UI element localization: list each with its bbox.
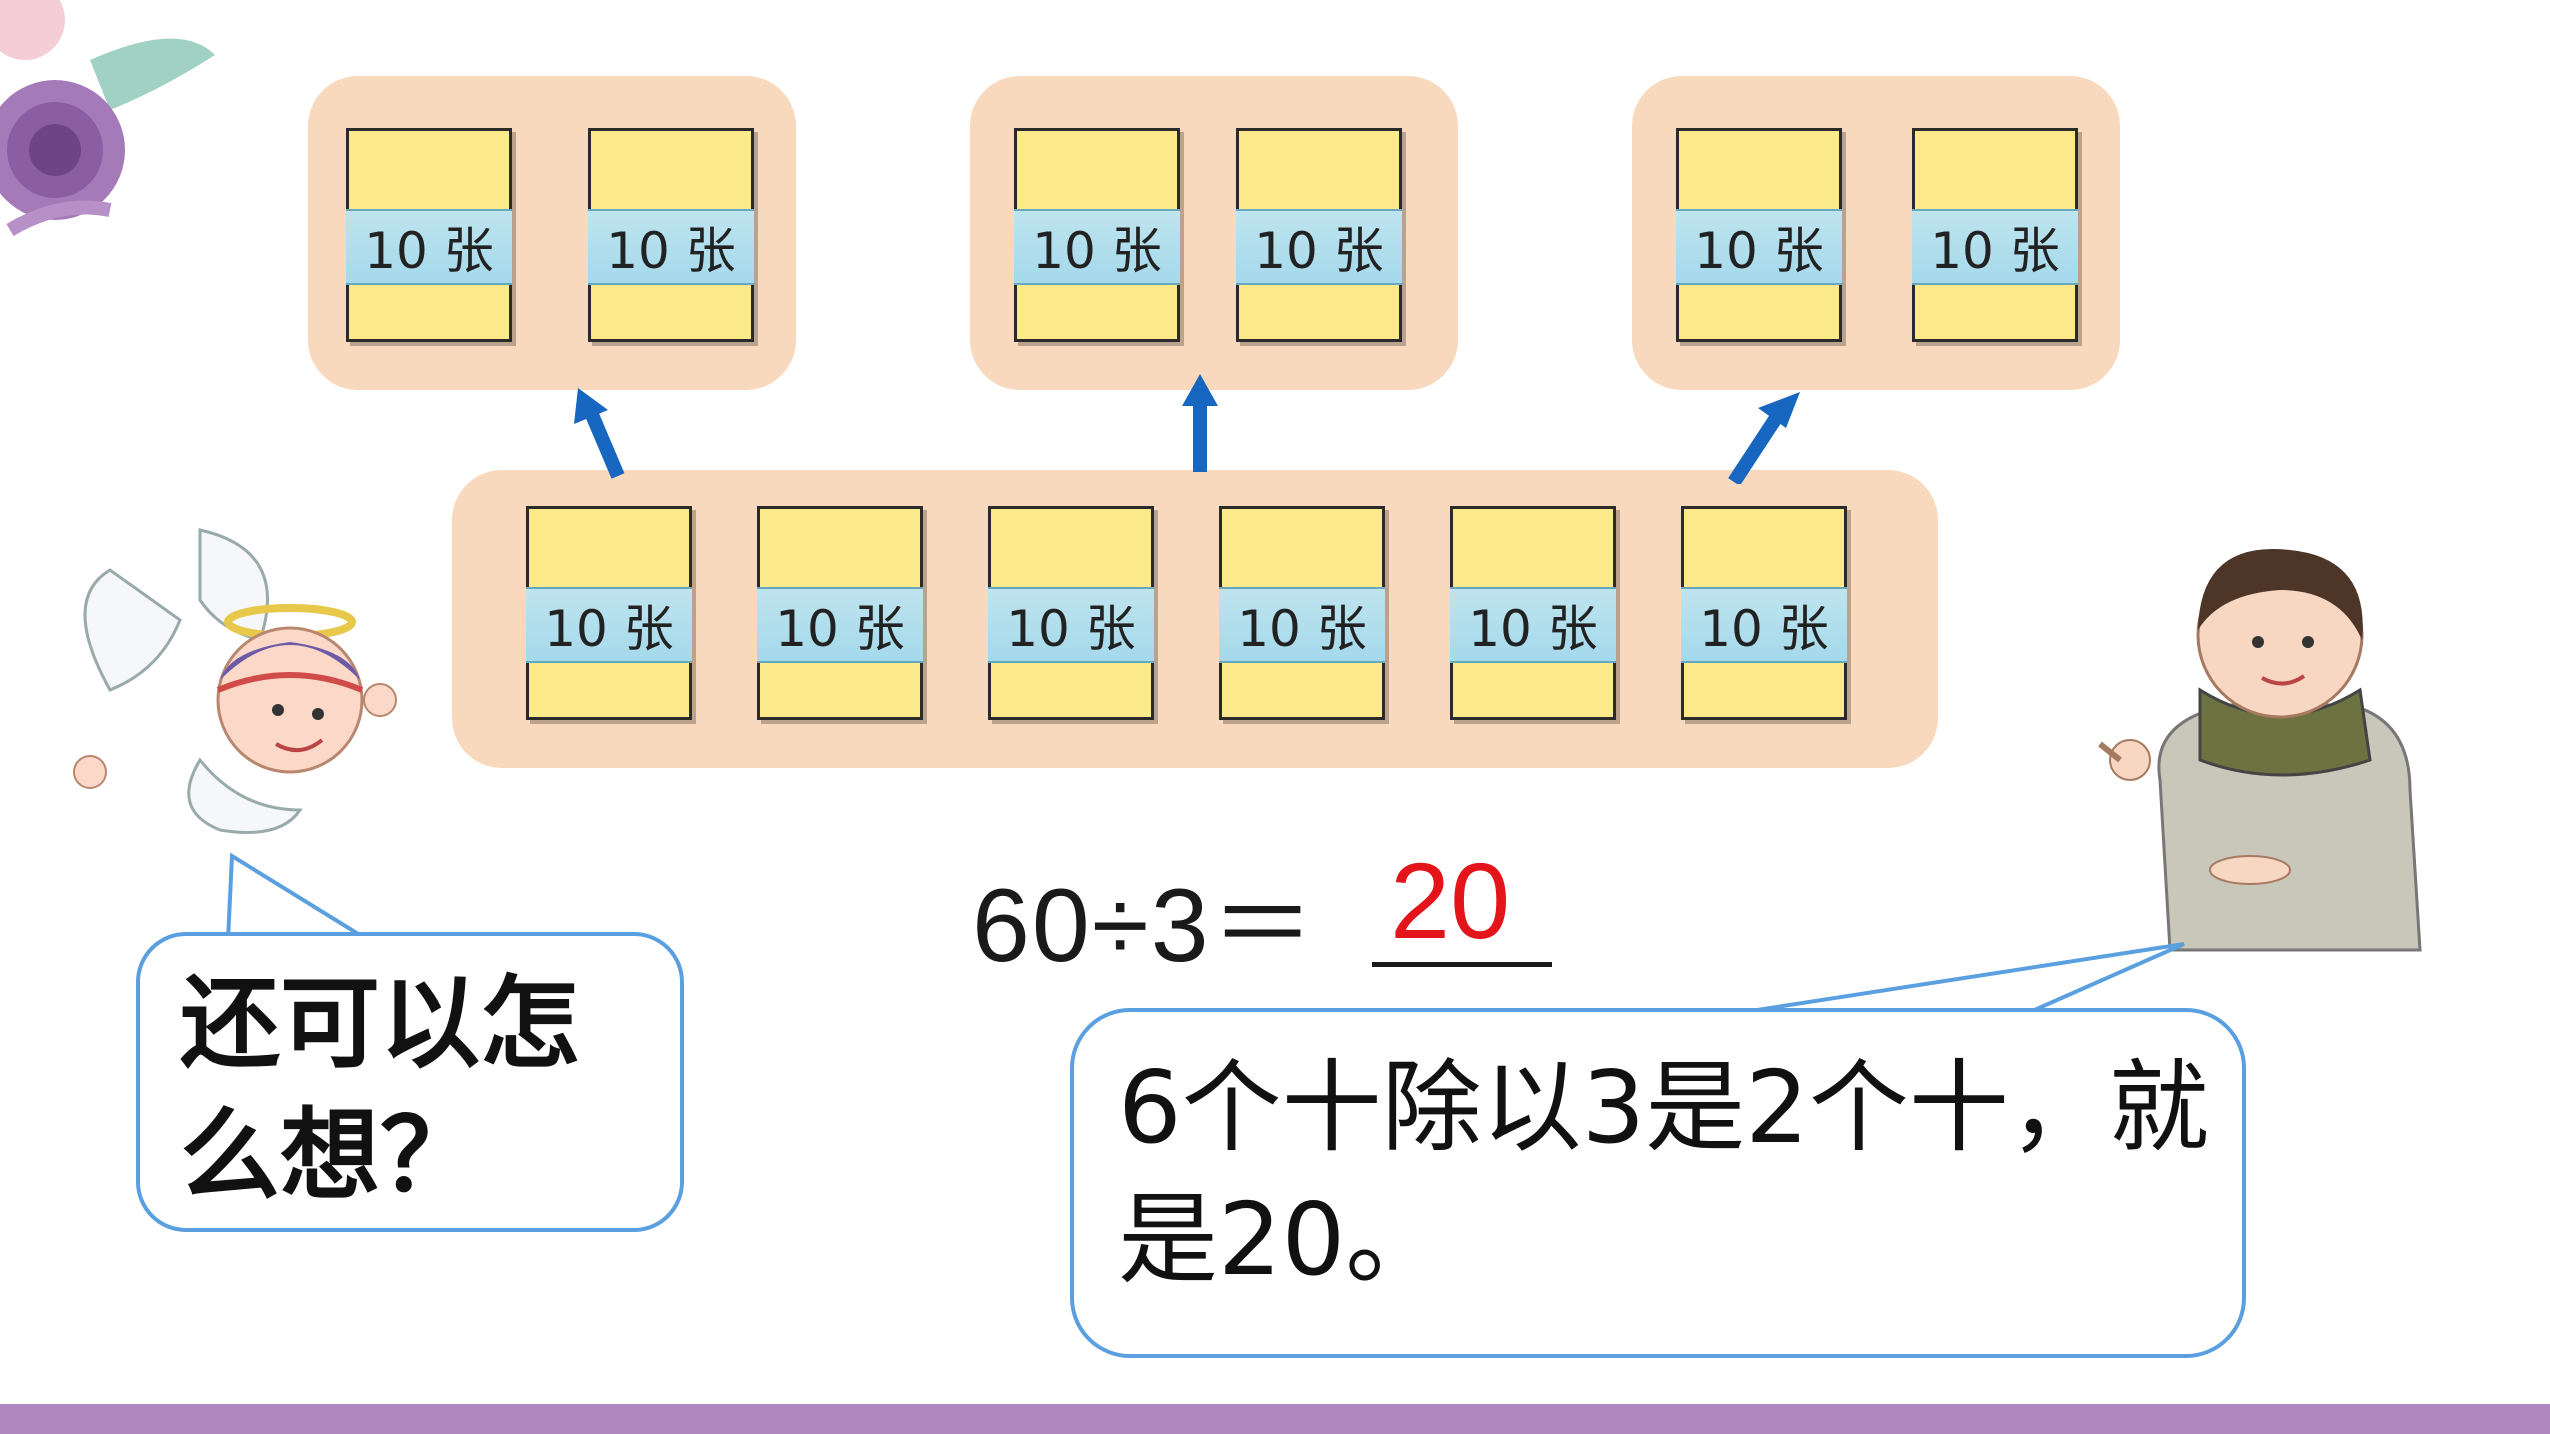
equation-answer: 20 <box>1390 840 1511 961</box>
arrow-up-center <box>1182 374 1218 472</box>
pack-label: 10 张 <box>346 209 512 285</box>
pack: 10 张 <box>757 506 923 720</box>
pack: 10 张 <box>1219 506 1385 720</box>
pack: 10 张 <box>1912 128 2078 342</box>
pack-label: 10 张 <box>526 587 692 663</box>
pack-label: 10 张 <box>1219 587 1385 663</box>
angel-speech-text: 还可以怎么想？ <box>180 965 580 1214</box>
pack-label: 10 张 <box>757 587 923 663</box>
pack-label: 10 张 <box>988 587 1154 663</box>
pack-label: 10 张 <box>1450 587 1616 663</box>
pack: 10 张 <box>526 506 692 720</box>
pack: 10 张 <box>1681 506 1847 720</box>
pack: 10 张 <box>588 128 754 342</box>
pack: 10 张 <box>1450 506 1616 720</box>
angel-illustration <box>73 528 397 834</box>
angel-speech-bubble: 还可以怎么想？ <box>136 932 684 1232</box>
footer-bar <box>0 1404 2550 1434</box>
flower-decoration <box>0 0 215 237</box>
pack-label: 10 张 <box>1912 209 2078 285</box>
boy-speech-bubble: 6个十除以3是2个十，就是20。 <box>1070 1008 2246 1358</box>
pack: 10 张 <box>1236 128 1402 342</box>
equation-expression: 60÷3＝ <box>972 868 1317 984</box>
bubble-tail-right <box>1743 942 2185 1016</box>
arrow-up-right <box>1728 392 1800 484</box>
pack-label: 10 张 <box>1014 209 1180 285</box>
answer-underline <box>1372 962 1552 967</box>
boy-illustration <box>2098 549 2422 952</box>
pack-label: 10 张 <box>588 209 754 285</box>
pack-label: 10 张 <box>1676 209 1842 285</box>
pack: 10 张 <box>1014 128 1180 342</box>
pack: 10 张 <box>988 506 1154 720</box>
pack: 10 张 <box>346 128 512 342</box>
pack-label: 10 张 <box>1681 587 1847 663</box>
bubble-tail-left <box>225 852 376 942</box>
pack-label: 10 张 <box>1236 209 1402 285</box>
pack: 10 张 <box>1676 128 1842 342</box>
arrow-up-left <box>574 388 625 479</box>
boy-speech-text: 6个十除以3是2个十，就是20。 <box>1118 1049 2209 1298</box>
